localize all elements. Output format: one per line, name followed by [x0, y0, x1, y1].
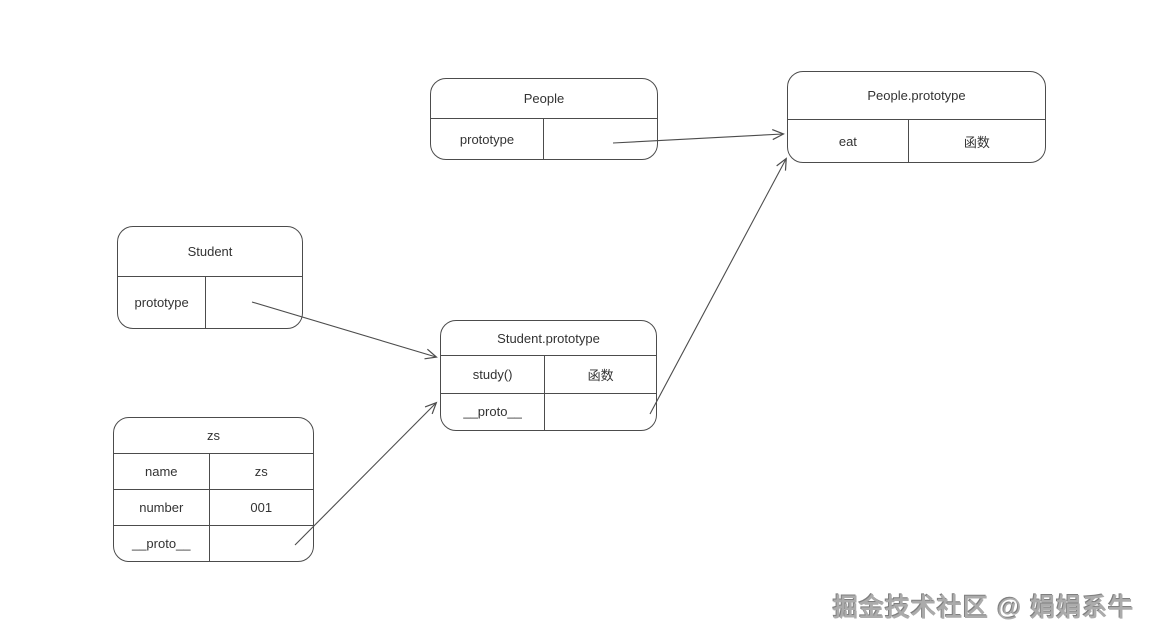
table-row: __proto__: [441, 392, 656, 431]
field-key: prototype: [118, 277, 207, 328]
table-row: name zs: [114, 454, 313, 489]
node-student-title: Student: [118, 227, 302, 277]
field-value: 函数: [587, 367, 614, 383]
field-value: [545, 394, 656, 431]
field-value: [210, 526, 313, 561]
field-key: prototype: [431, 119, 544, 159]
field-value: [544, 119, 657, 159]
field-key: number: [114, 490, 210, 525]
watermark: 掘金技术社区 @ 娟娟系牛: [833, 594, 1135, 622]
field-value: zs: [254, 464, 268, 479]
node-people-prototype-rows: eat 函数: [788, 120, 1045, 162]
table-row: __proto__: [114, 525, 313, 561]
node-zs-rows: name zs number 001 __proto__: [114, 454, 313, 561]
table-row: prototype: [431, 119, 657, 159]
node-student: Student prototype: [117, 226, 303, 329]
table-row: eat 函数: [788, 120, 1045, 162]
node-student-prototype-title: Student.prototype: [441, 321, 656, 356]
field-key: eat: [788, 120, 909, 162]
field-key: __proto__: [114, 526, 210, 561]
field-key: name: [114, 454, 210, 489]
node-student-rows: prototype: [118, 277, 302, 328]
table-row: prototype: [118, 277, 302, 328]
edge-student-prototype-proto-to-people-prototype: [649, 157, 787, 415]
field-key: study(): [441, 356, 546, 393]
field-value: [206, 277, 302, 328]
field-value: 001: [250, 500, 273, 515]
table-row: number 001: [114, 489, 313, 525]
node-zs-title: zs: [114, 418, 313, 454]
field-value: 函数: [963, 134, 990, 150]
node-people-title: People: [431, 79, 657, 119]
node-zs: zs name zs number 001 __proto__: [113, 417, 314, 562]
field-key: __proto__: [441, 393, 546, 430]
node-people: People prototype: [430, 78, 658, 160]
edge-zs-proto-to-student-prototype: [294, 401, 438, 546]
node-people-prototype: People.prototype eat 函数: [787, 71, 1046, 163]
table-row: study() 函数: [441, 356, 656, 393]
node-people-rows: prototype: [431, 119, 657, 159]
node-student-prototype-rows: study() 函数 __proto__: [441, 356, 656, 430]
node-people-prototype-title: People.prototype: [788, 72, 1045, 120]
node-student-prototype: Student.prototype study() 函数 __proto__: [440, 320, 657, 431]
